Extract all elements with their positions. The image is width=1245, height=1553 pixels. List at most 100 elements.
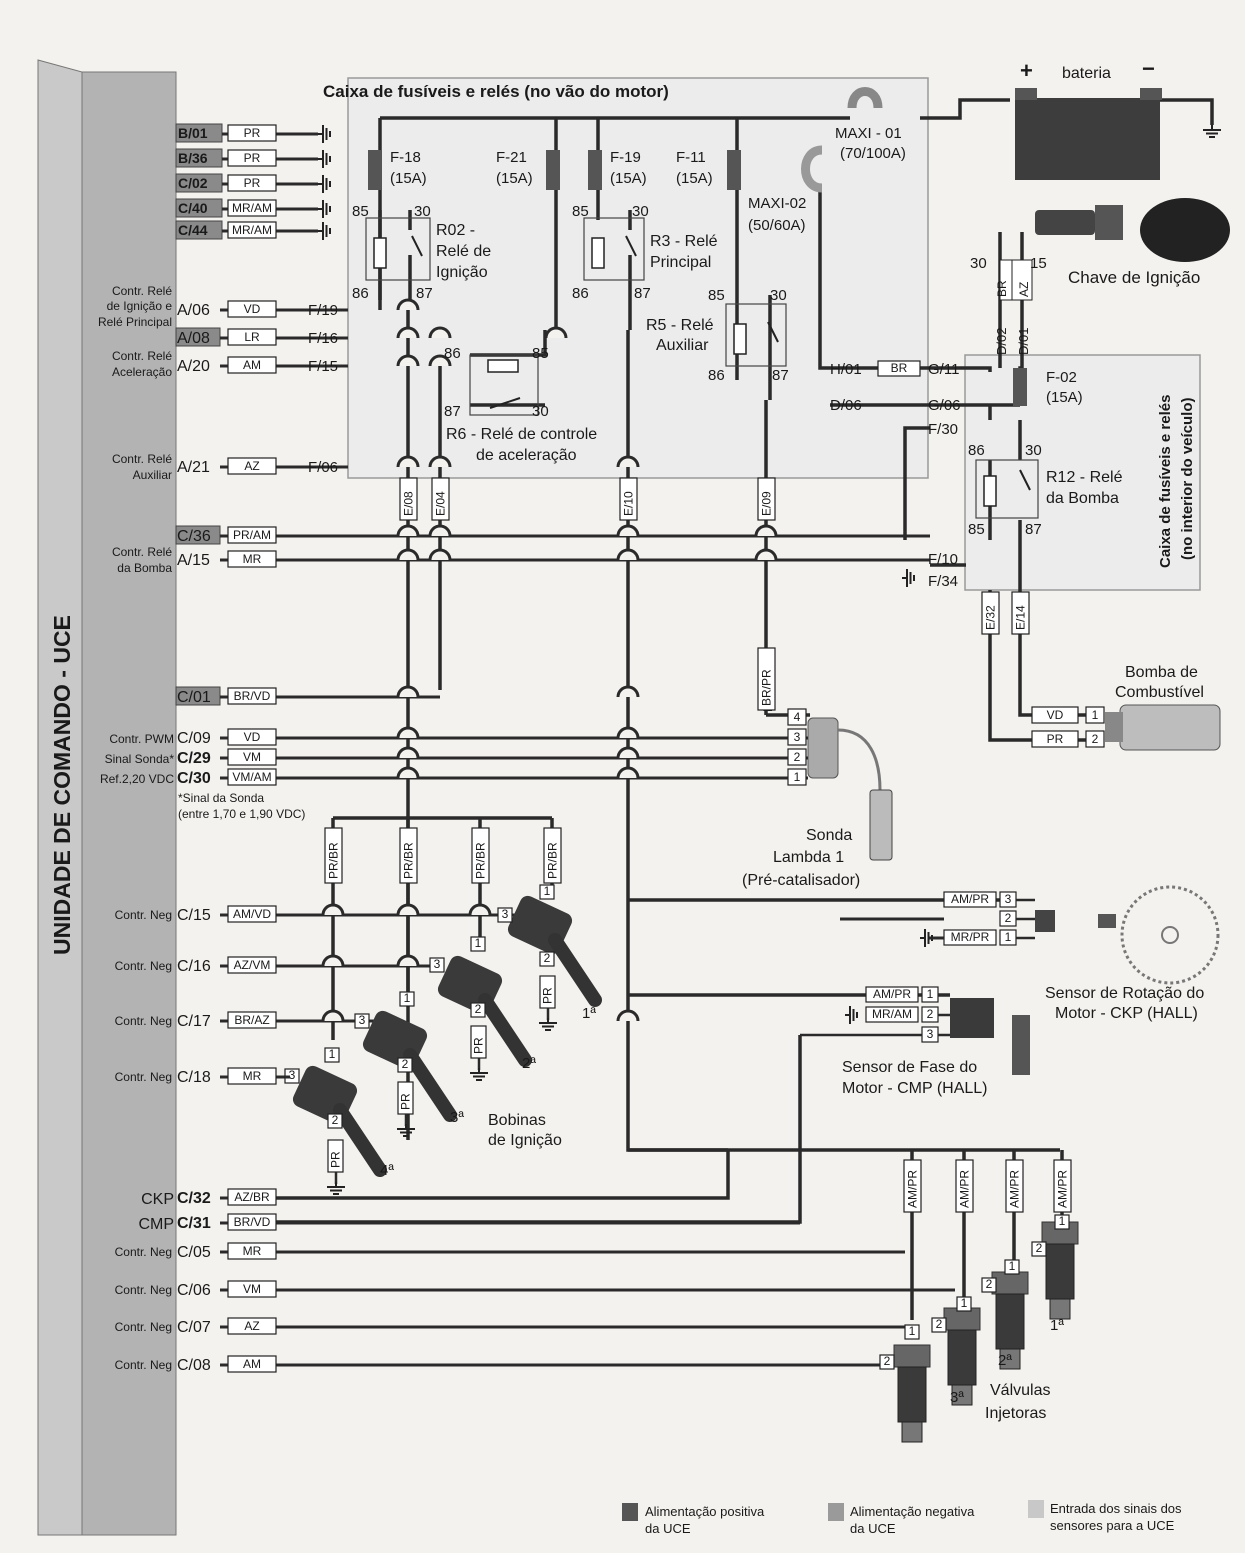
coil1-pin3-box [429,957,445,973]
relay-1-t85: 85 [572,203,589,220]
inj1-pin2-box [981,1277,997,1293]
legend-negative-1: Alimentação negativa [850,1504,975,1519]
sonda-note-2: (entre 1,70 e 1,90 VDC) [178,807,305,821]
maxi01-rating: (70/100A) [840,145,906,162]
uce-top-pin-4: C/44 [178,222,208,238]
label-c29: Sinal Sonda* [105,752,175,766]
relay-r02-l1: R02 - [436,222,475,239]
interior-pin-3: F/10 [928,551,958,568]
wire-crossing-5 [544,326,568,339]
coil-supply-1: PR/BR [402,842,416,879]
wire-crossing-26 [396,903,420,916]
label-neg-4: Contr. Neg [115,1245,172,1259]
battery-label: bateria [1062,65,1111,82]
uce-pin-1: A/08 [177,330,210,347]
inj-tip-0 [1049,1298,1071,1320]
relay-box-2 [725,303,787,367]
uce-color-16-box [227,1242,277,1260]
ckp-label-2: Motor - CKP (HALL) [1055,1005,1198,1022]
uce-color-2-box [227,356,277,374]
inj-supply-0-box [903,1159,922,1213]
uce-pin-6: C/01 [177,689,211,706]
inj-supply-2: AM/PR [1008,1170,1022,1208]
coil3-pin1: 1 [329,1047,336,1061]
coil-boot-1 [478,993,532,1067]
label-neg-5: Contr. Neg [115,1283,172,1297]
uce-color-6-box [227,687,277,705]
uce-pin-8: C/29 [177,750,211,767]
relay-coil-1 [591,237,605,269]
uce-top-color-2: PR [244,176,261,190]
relay-1-t86: 86 [572,285,589,302]
inj-supply-1: AM/PR [958,1170,972,1208]
fuse-name-3: F-11 [676,149,706,166]
uce-pin-15: C/31 [177,1215,211,1232]
engine-epin-0-box [399,477,418,521]
uce-top-color-0: PR [244,126,261,140]
uce-color-1: LR [244,330,260,344]
ign-t15: 15 [1030,255,1047,272]
ckp-pin-1: 2 [1005,911,1012,925]
relay-r3-l2: Principal [650,254,711,271]
wire-crossing-1 [396,326,420,339]
fuse-name-0: F-18 [390,149,421,166]
uce-color-0-box [227,300,277,318]
engine-epin-2: E/10 [622,491,636,516]
label-a06-1: Contr. Relé [112,284,172,298]
wire-crossing-20 [616,726,640,739]
label-neg-6: Contr. Neg [115,1320,172,1334]
label-c30: Ref.2,20 VDC [100,772,174,786]
cmp-pin-1: 2 [927,1007,934,1021]
coil-supply-3: PR/BR [546,842,560,879]
coil-supply-0: PR/BR [327,842,341,879]
pump-pin-1: 2 [1092,732,1099,746]
ckp-wire-0: AM/PR [951,892,989,906]
ign-label: Chave de Ignição [1068,268,1200,287]
legend-positive-2: da UCE [645,1521,691,1536]
uce-pin-14: C/32 [177,1190,211,1207]
legend-positive-1: Alimentação positiva [645,1504,765,1519]
ground-icon-cmp [845,1005,858,1025]
uce-top-pin-3: C/40 [178,200,208,216]
engine-fusebox: Caixa de fusíveis e relés (no vão do mot… [323,77,929,479]
relay-box-r6 [469,354,539,416]
ckp-wire-0-box [943,891,997,908]
relay-r5-l1: R5 - Relé [646,317,714,334]
coil-boot-0 [548,933,602,1007]
ckp-label-1: Sensor de Rotação do [1045,985,1204,1002]
relay-2-t30: 30 [770,287,787,304]
engine-epin-3-box [757,477,776,521]
interior-pin-e14: E/14 [1014,605,1028,630]
ign-t30: 30 [970,255,987,272]
relay-r6-t87: 87 [444,403,461,420]
maxi02-name: MAXI-02 [748,195,806,212]
legend-swatch-negative [828,1503,844,1521]
inj-head-3 [893,1344,931,1368]
engine-epin-1: E/04 [434,491,448,516]
uce-color-1-box [227,328,277,346]
ckp-pin-0: 3 [1005,892,1012,906]
wire-crossing-2 [396,354,420,367]
uce-fuse-pin-0: F/19 [308,302,338,319]
ground-icon-top-0 [318,124,331,144]
inj0-pin2: 2 [1036,1241,1043,1255]
uce-color-10-box [227,905,277,923]
ckp-sensor: Sensor de Rotação do Motor - CKP (HALL) [1035,885,1220,1022]
fuse-body-3 [727,150,741,190]
uce-color-15: BR/VD [234,1215,271,1229]
ground-icon-coil-3 [326,1182,346,1195]
ckp-pin-wires [1016,898,1035,940]
wire-crossing-24 [616,766,640,779]
coil2-pin1: 1 [404,991,411,1005]
uce-color-8-box [227,748,277,766]
engine-h01: H/01 [830,361,862,378]
lambda-pin-2-box [787,748,807,766]
engine-epin-2-box [619,477,638,521]
ign-d02: D/02 [994,328,1009,355]
lambda-label-2: Lambda 1 [773,849,844,866]
fuse-rating-2: (15A) [610,170,647,187]
ground-icon-top-4 [318,221,331,241]
inj2-pin2: 2 [936,1317,943,1331]
interior-fusebox-title-2: (no interior do veículo) [1179,397,1196,560]
